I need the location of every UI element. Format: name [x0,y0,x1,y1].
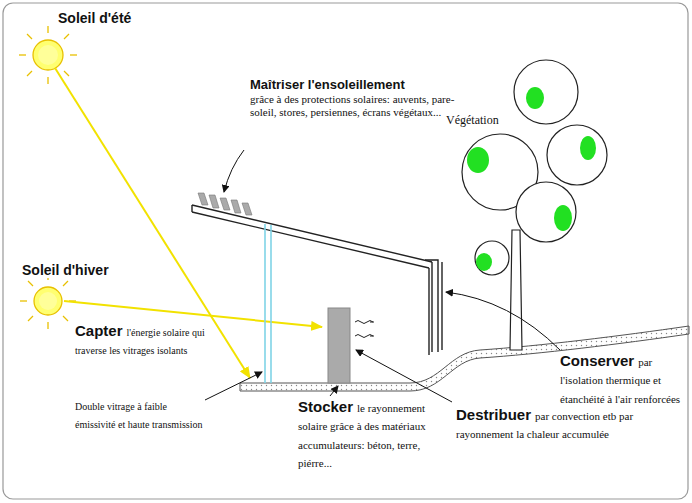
heading-label: Capter [75,322,123,339]
label-group: Double vitrage à faible émissivité et ha… [75,396,203,433]
text-label: Végétation [446,113,499,127]
heading-label: Maîtriser l'ensoleillement [250,78,465,93]
label-group: Végétation [446,110,510,128]
thermal-mass [328,308,350,383]
label-group: Capter l'énergie solaire qui traverse le… [75,322,223,359]
text-label: grâce à des protections solaires: auvent… [250,93,465,118]
insulated-wall [425,260,442,355]
heading-label: Conserver [560,352,634,369]
text-label: Double vitrage à faible émissivité et ha… [75,401,202,430]
heading-label: Soleil d'hiver [22,262,109,278]
tree [462,60,607,350]
label-group: Conserver par l'isolation thermique et é… [560,352,685,407]
double-glazing [265,224,271,383]
heat-waves [355,321,374,338]
label-group: Soleil d'hiver [22,261,172,279]
label-group: Stocker le rayonnement solaire grâce à d… [298,398,448,472]
label-group: Destribuer par convection etb par rayonn… [456,406,656,443]
leader-arrows [205,150,560,402]
label-group: Soleil d'été [58,9,208,27]
roof [192,205,432,268]
sunshade-louvers [198,193,252,215]
heading-label: Destribuer [456,406,531,423]
heading-label: Stocker [298,398,353,415]
summer-sun [19,26,77,84]
heading-label: Soleil d'été [58,10,131,26]
summer-ray [55,68,250,378]
label-group: Maîtriser l'ensoleillementgrâce à des pr… [250,78,465,118]
frame [3,3,688,499]
